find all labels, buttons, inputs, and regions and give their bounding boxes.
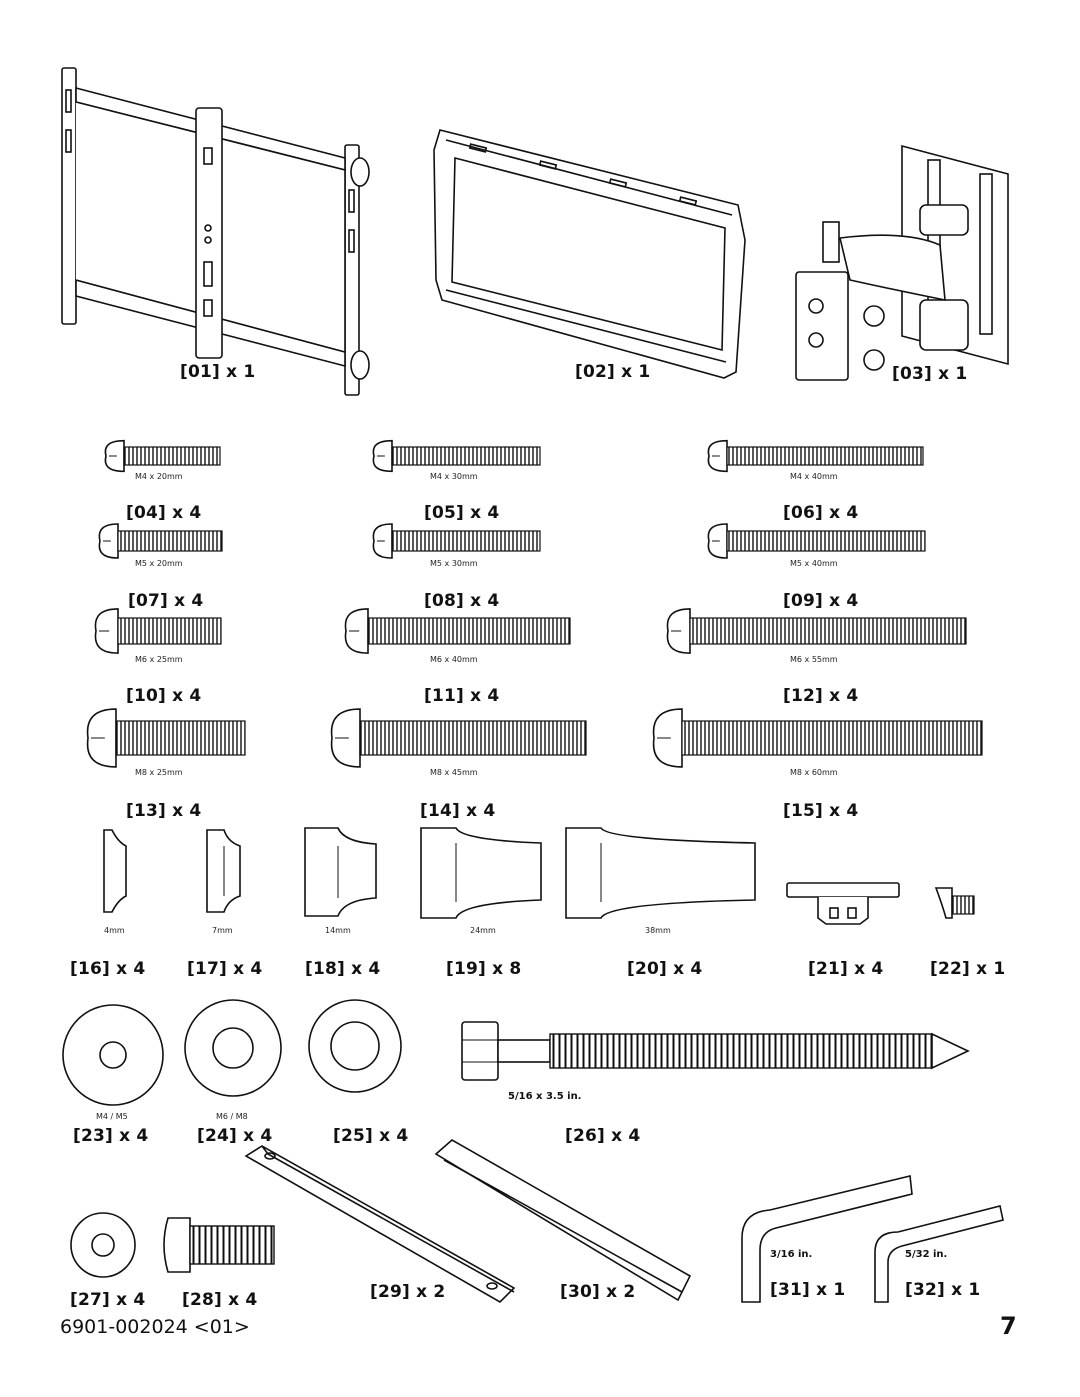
part-01-wall-plate <box>61 67 370 396</box>
part-label: [26] x 4 <box>565 1126 641 1146</box>
part-label: [28] x 4 <box>182 1290 258 1310</box>
part-06-screw <box>707 439 924 473</box>
part-label: [31] x 1 <box>770 1280 846 1300</box>
part-11-screw <box>344 608 571 654</box>
part-label: [21] x 4 <box>808 959 884 979</box>
size-caption: M8 x 60mm <box>790 768 838 777</box>
part-label: [03] x 1 <box>892 364 968 384</box>
part-label: [09] x 4 <box>783 591 859 611</box>
size-caption: 38mm <box>645 926 671 935</box>
part-29-bar <box>244 1145 516 1303</box>
washer-illustrations <box>62 999 402 1278</box>
document-code: 6901-002024 <01> <box>60 1316 250 1338</box>
part-label: [32] x 1 <box>905 1280 981 1300</box>
part-label: [25] x 4 <box>333 1126 409 1146</box>
part-10-screw <box>94 608 222 654</box>
part-05-screw <box>372 439 541 473</box>
part-08-screw <box>372 523 541 559</box>
size-caption: 4mm <box>104 926 125 935</box>
part-label: [24] x 4 <box>197 1126 273 1146</box>
part-label: [15] x 4 <box>783 801 859 821</box>
size-caption: M6 x 40mm <box>430 655 478 664</box>
size-caption: 7mm <box>212 926 233 935</box>
size-caption: 14mm <box>325 926 351 935</box>
part-label: [13] x 4 <box>126 801 202 821</box>
part-label: [17] x 4 <box>187 959 263 979</box>
size-caption: M4 x 40mm <box>790 472 838 481</box>
part-13-screw <box>86 708 246 768</box>
size-caption: M8 x 25mm <box>135 768 183 777</box>
part-label: [27] x 4 <box>70 1290 146 1310</box>
part-label: [01] x 1 <box>180 362 256 382</box>
part-label: [06] x 4 <box>783 503 859 523</box>
size-caption: 24mm <box>470 926 496 935</box>
part-label: [22] x 1 <box>930 959 1006 979</box>
spacer-illustrations <box>103 827 756 919</box>
size-caption: M5 x 20mm <box>135 559 183 568</box>
size-caption: 5/32 in. <box>905 1249 948 1260</box>
part-22-screw <box>934 887 975 919</box>
part-21-cap <box>786 882 900 925</box>
part-label: [20] x 4 <box>627 959 703 979</box>
part-31-hex-key <box>741 1175 913 1303</box>
part-label: [30] x 2 <box>560 1282 636 1302</box>
size-caption: M6 x 25mm <box>135 655 183 664</box>
part-label: [12] x 4 <box>783 686 859 706</box>
part-label: [11] x 4 <box>424 686 500 706</box>
part-label: [29] x 2 <box>370 1282 446 1302</box>
size-caption: 3/16 in. <box>770 1249 813 1260</box>
part-12-screw <box>666 608 967 654</box>
part-label: [23] x 4 <box>73 1126 149 1146</box>
part-label: [14] x 4 <box>420 801 496 821</box>
screw-illustrations <box>86 439 983 768</box>
size-caption: M4 x 30mm <box>430 472 478 481</box>
page-number: 7 <box>1000 1312 1017 1340</box>
part-label: [18] x 4 <box>305 959 381 979</box>
part-label: [08] x 4 <box>424 591 500 611</box>
part-label: [04] x 4 <box>126 503 202 523</box>
part-04-screw <box>104 439 221 473</box>
size-caption: M6 x 55mm <box>790 655 838 664</box>
part-28-screw <box>163 1217 275 1273</box>
size-caption: M6 / M8 <box>216 1112 248 1121</box>
size-caption: M4 / M5 <box>96 1112 128 1121</box>
part-label: [07] x 4 <box>128 591 204 611</box>
part-02-tv-bracket <box>433 129 746 379</box>
part-label: [16] x 4 <box>70 959 146 979</box>
part-label: [05] x 4 <box>424 503 500 523</box>
part-30-bar <box>434 1139 692 1302</box>
part-label: [02] x 1 <box>575 362 651 382</box>
part-14-screw <box>330 708 587 768</box>
part-label: [10] x 4 <box>126 686 202 706</box>
part-07-screw <box>98 523 223 559</box>
part-label: [19] x 8 <box>446 959 522 979</box>
size-caption: M8 x 45mm <box>430 768 478 777</box>
size-caption: M4 x 20mm <box>135 472 183 481</box>
part-03-arm-assembly <box>795 144 1009 381</box>
part-32-hex-key <box>874 1205 1004 1303</box>
part-09-screw <box>707 523 926 559</box>
size-caption: 5/16 x 3.5 in. <box>508 1091 582 1102</box>
size-caption: M5 x 40mm <box>790 559 838 568</box>
part-26-lag-bolt <box>461 1021 970 1081</box>
size-caption: M5 x 30mm <box>430 559 478 568</box>
part-15-screw <box>652 708 983 768</box>
